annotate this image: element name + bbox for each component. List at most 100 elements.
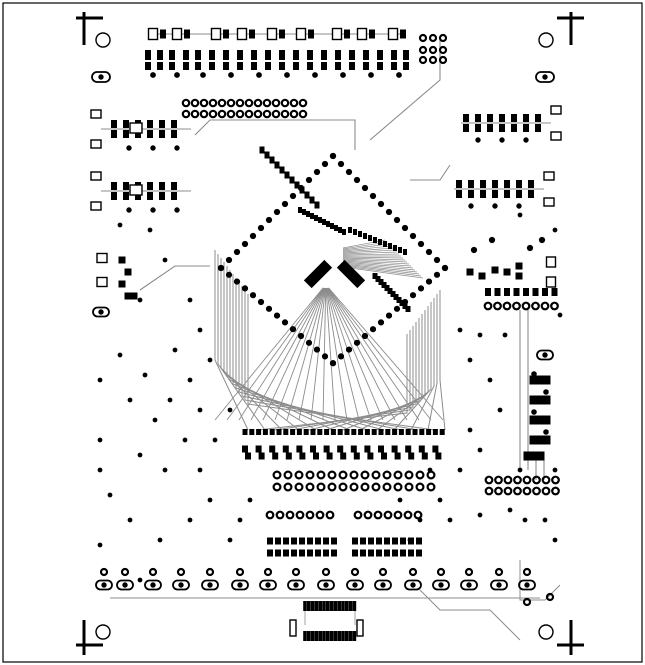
slot-pad — [518, 579, 536, 591]
slot-pad — [172, 579, 190, 591]
through-hole-pad — [494, 486, 503, 496]
through-hole-pad — [436, 567, 446, 577]
smd-pad — [478, 272, 486, 280]
smd-pad — [298, 207, 302, 213]
via — [487, 377, 493, 383]
smd-pad — [267, 549, 273, 557]
slot-drill — [524, 582, 530, 588]
copper-trace — [342, 257, 406, 261]
via — [340, 72, 346, 78]
via — [427, 467, 433, 473]
copper-trace — [327, 287, 396, 421]
smd-pad — [345, 631, 349, 641]
via — [433, 256, 441, 264]
smd-pad — [111, 130, 117, 138]
smd-pad — [353, 229, 357, 235]
smd-pad — [318, 631, 322, 641]
smd-pad — [322, 601, 326, 611]
smd-pad — [378, 445, 384, 453]
smd-pad — [338, 227, 342, 233]
smd-pad — [326, 601, 330, 611]
via — [393, 305, 401, 312]
smd-pad — [352, 549, 358, 557]
smd-pad — [364, 445, 371, 453]
component-outline — [543, 171, 555, 181]
via — [470, 246, 478, 254]
copper-trace — [328, 287, 432, 421]
slot-drill — [410, 582, 416, 588]
smd-pad — [337, 445, 344, 453]
through-hole-pad — [428, 45, 438, 55]
smd-pad — [378, 239, 382, 245]
smd-pad — [463, 114, 469, 122]
via — [353, 339, 361, 346]
slot-pad — [404, 579, 422, 591]
slot-drill — [542, 74, 548, 80]
smd-pad — [349, 50, 355, 60]
through-hole-pad — [305, 482, 315, 492]
smd-pad — [392, 537, 398, 545]
via — [207, 357, 213, 363]
via — [227, 407, 233, 413]
smd-pad — [123, 182, 129, 190]
smd-pad — [513, 288, 520, 296]
via — [197, 407, 203, 413]
smd-pad — [299, 549, 305, 557]
smd-pad — [291, 549, 297, 557]
smd-pad — [351, 429, 357, 435]
through-hole-pad — [190, 98, 200, 108]
copper-trace — [235, 278, 368, 431]
smd-pad — [275, 537, 281, 545]
smd-pad — [308, 29, 314, 39]
smd-pad — [348, 601, 353, 611]
upper-header-row — [181, 98, 308, 119]
smd-pad — [466, 268, 474, 276]
via — [502, 332, 508, 338]
slot-drill — [542, 352, 548, 358]
through-hole-pad — [226, 109, 236, 119]
via — [329, 360, 337, 367]
smd-pad — [377, 50, 383, 60]
copper-trace — [393, 302, 432, 431]
smd-pad — [269, 429, 275, 435]
smd-pad — [528, 190, 534, 198]
smd-pad — [456, 190, 462, 198]
smd-pad — [529, 435, 551, 445]
through-hole-pad — [404, 470, 414, 480]
left-lower-circuit-block — [96, 252, 138, 300]
through-hole-pad — [382, 470, 392, 480]
via — [329, 152, 337, 160]
slot-drill — [323, 582, 329, 588]
copper-trace — [519, 310, 545, 480]
via — [200, 72, 206, 78]
copper-trace — [217, 254, 266, 431]
smd-pad — [523, 288, 529, 296]
via — [557, 312, 563, 318]
smd-pad — [195, 62, 201, 70]
through-hole-pad — [280, 109, 290, 119]
smd-pad — [159, 120, 165, 128]
smd-pad — [391, 50, 397, 60]
via — [477, 332, 483, 338]
smd-pad — [337, 601, 341, 611]
through-hole-pad — [415, 470, 425, 480]
component-outline — [356, 27, 368, 41]
through-hole-pad — [217, 109, 227, 119]
through-hole-pad — [190, 109, 200, 119]
smd-pad — [183, 62, 189, 70]
smd-pad — [383, 241, 387, 247]
smd-pad — [360, 549, 366, 557]
via — [447, 517, 453, 523]
smd-pad — [475, 114, 481, 122]
smd-pad — [384, 549, 390, 557]
copper-trace — [214, 250, 249, 431]
smd-pad — [251, 50, 257, 60]
smd-pad — [432, 429, 438, 435]
component-outline — [550, 105, 562, 115]
through-hole-pad — [464, 567, 474, 577]
through-hole-pad — [494, 475, 503, 485]
smd-pad — [388, 243, 392, 249]
copper-trace — [419, 589, 521, 641]
slot-drill — [265, 582, 271, 588]
